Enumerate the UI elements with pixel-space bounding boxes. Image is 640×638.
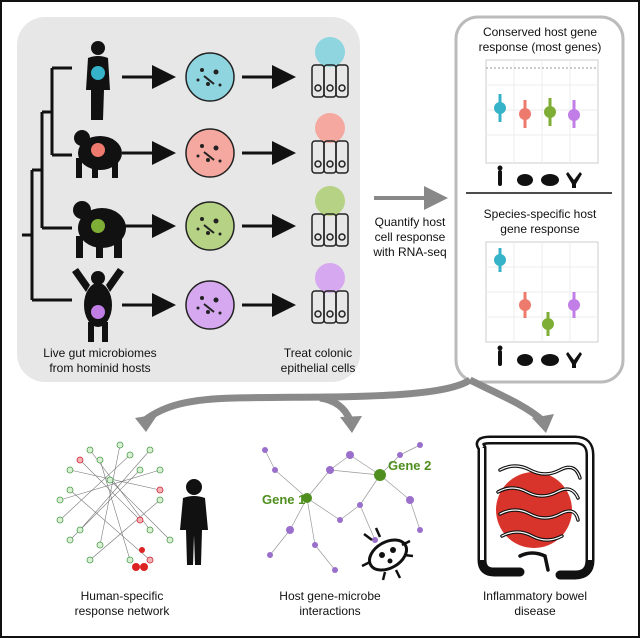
gene-microbe-network: Gene 1 Gene 2 (262, 442, 431, 581)
specific-title-line1: Species-specific host (484, 207, 597, 221)
gorilla-color-dot (91, 219, 105, 233)
host-row-gorilla (73, 186, 349, 258)
host-row-chimpanzee (74, 113, 349, 178)
human-treatment-icon (315, 37, 345, 67)
gorilla-microbiome-icon (185, 201, 235, 251)
epithelial-caption-line2: epithelial cells (281, 361, 356, 375)
ibd-caption-line1: Inflammatory bowel (483, 589, 587, 603)
human-figure-icon (180, 479, 208, 565)
chimpanzee-epithelial-cells-icon (311, 140, 349, 174)
results-panel: Conserved host gene response (most genes… (454, 15, 625, 384)
experiment-panel: Live gut microbiomes from hominid hosts … (17, 17, 360, 382)
conserved-title-line1: Conserved host gene (483, 25, 597, 39)
bacterium-icon (361, 527, 414, 581)
specific-axis-species-icons (497, 345, 582, 368)
human-microbiome-icon (185, 52, 235, 102)
conserved-response-plot (485, 59, 599, 188)
network-caption-line2: response network (75, 604, 171, 618)
human-color-dot (91, 66, 105, 80)
microbiome-caption-line2: from hominid hosts (49, 361, 150, 375)
specific-title-line2: gene response (500, 222, 580, 236)
quantify-label-line3: with RNA-seq (372, 245, 446, 259)
chimpanzee-treatment-icon (315, 113, 345, 143)
gene-2-node (374, 469, 386, 481)
human-epithelial-cells-icon (311, 64, 349, 98)
arrow-to-network (142, 376, 472, 423)
phylogenetic-tree (22, 66, 72, 302)
host-row-human (86, 37, 349, 120)
quantify-label-line2: cell response (375, 230, 446, 244)
conserved-axis-species-icons (497, 165, 582, 188)
network-caption-line1: Human-specific (81, 589, 164, 603)
interactions-caption-line1: Host gene-microbe (279, 589, 381, 603)
epithelial-caption-line1: Treat colonic (284, 346, 352, 360)
gene-1-label: Gene 1 (262, 492, 305, 507)
gene-2-label: Gene 2 (388, 458, 431, 473)
orangutan-microbiome-icon (185, 280, 235, 330)
gorilla-treatment-icon (315, 186, 345, 216)
conserved-title-line2: response (most genes) (479, 40, 602, 54)
chimpanzee-microbiome-icon (185, 128, 235, 178)
host-row-orangutan (72, 263, 349, 342)
intestine-icon (475, 435, 595, 580)
ibd-caption-line2: disease (514, 604, 556, 618)
orangutan-treatment-icon (315, 263, 345, 293)
quantify-label-line1: Quantify host (375, 215, 446, 229)
orangutan-epithelial-cells-icon (311, 290, 349, 324)
orangutan-color-dot (91, 305, 105, 319)
quantify-step: Quantify host cell response with RNA-seq (372, 186, 448, 259)
microbiome-caption-line1: Live gut microbiomes (43, 346, 156, 360)
chimpanzee-color-dot (91, 143, 105, 157)
interactions-caption-line2: interactions (299, 604, 360, 618)
gene-1-node (302, 493, 312, 503)
specific-response-plot (485, 241, 599, 368)
human-response-network (56, 441, 208, 571)
inflammation-highlight (496, 472, 572, 548)
arrow-to-ibd (468, 376, 545, 423)
gorilla-epithelial-cells-icon (311, 213, 349, 247)
